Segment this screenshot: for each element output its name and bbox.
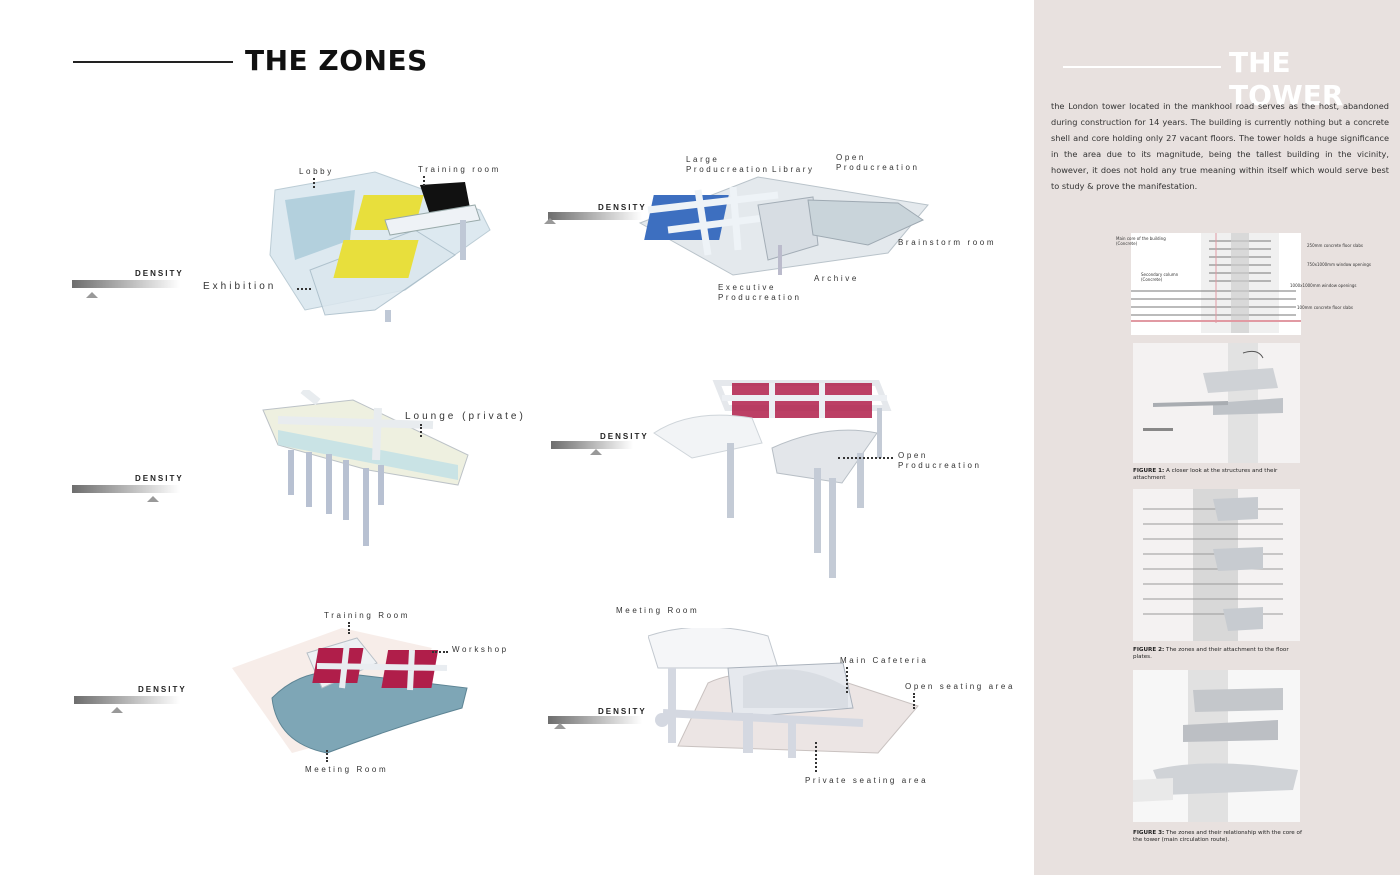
figure-2-text: The zones and their attachment to the fl… (1133, 647, 1289, 660)
zone1-model (269, 171, 491, 322)
figure-3-tag: FIGURE 3: (1133, 830, 1165, 836)
label-meeting-room-5: Meeting Room (305, 765, 389, 774)
leader-training-room (423, 176, 425, 186)
leader-exhibition (297, 288, 311, 290)
density-label-5: DENSITY (138, 685, 187, 694)
label-exhibition: Exhibition (203, 281, 277, 292)
density-marker-5 (111, 707, 123, 713)
label-training-room-5: Training Room (324, 611, 410, 620)
tower-title: THE TOWER (1229, 46, 1344, 112)
label-slab-250: 250mm concrete floor slabs (1307, 243, 1363, 248)
density-bar-2 (548, 212, 642, 220)
figure-1-image (1133, 343, 1300, 463)
zones-title: THE ZONES (245, 44, 428, 77)
figure-2-caption: FIGURE 2: The zones and their attachment… (1133, 647, 1305, 661)
figure-1-caption: FIGURE 1: A closer look at the structure… (1133, 468, 1305, 482)
label-private-seating-area: Private seating area (805, 776, 929, 785)
tower-title-rule (1063, 66, 1221, 68)
label-workshop: Workshop (452, 645, 509, 654)
density-bar-4 (551, 441, 633, 449)
density-label-2: DENSITY (598, 203, 647, 212)
leader-lounge (420, 424, 422, 437)
label-lounge-private: Lounge (private) (405, 411, 526, 422)
label-executive-producreation: Executive Producreation (718, 283, 802, 302)
label-main-core: Main core of the building (Concrete) (1116, 236, 1166, 246)
figure-3-caption: FIGURE 3: The zones and their relationsh… (1133, 830, 1305, 844)
density-marker-6 (554, 723, 566, 729)
label-window-1000: 1000x1000mm window openings (1290, 283, 1357, 288)
leader-private-seating (815, 742, 817, 772)
leader-open-seating (913, 693, 915, 709)
label-window-750: 750x1000mm window openings (1307, 262, 1371, 267)
figure-2-tag: FIGURE 2: (1133, 647, 1165, 653)
label-main-cafeteria: Main Cafeteria (840, 656, 929, 665)
label-library: Library (772, 165, 815, 174)
leader-main-cafeteria (846, 667, 848, 693)
density-marker-2 (544, 218, 556, 224)
leader-meeting-room-5 (326, 750, 328, 762)
figure-1-tag: FIGURE 1: (1133, 468, 1165, 474)
zone2-model (638, 176, 929, 276)
label-secondary-column: Secondary column (Concrete) (1141, 272, 1179, 282)
label-training-room: Training room (418, 165, 501, 174)
label-large-producreation: Large Producreation (686, 155, 770, 174)
density-marker-3 (147, 496, 159, 502)
zones-title-rule (73, 61, 233, 63)
zone4-model (653, 380, 892, 578)
label-slab-100: 100mm concrete floor slabs (1297, 305, 1353, 310)
density-bar-5 (74, 696, 180, 704)
density-label-1: DENSITY (135, 269, 184, 278)
density-marker-4 (590, 449, 602, 455)
figure-2-image (1133, 489, 1300, 641)
tower-description: the London tower located in the mankhool… (1051, 101, 1389, 191)
zone5-model (232, 628, 468, 754)
label-meeting-room-6: Meeting Room (616, 606, 700, 615)
leader-training-room-5 (348, 622, 350, 634)
leader-workshop (432, 651, 448, 653)
figure-3-text: The zones and their relationship with th… (1133, 830, 1302, 843)
density-label-4: DENSITY (600, 432, 649, 441)
density-marker-1 (86, 292, 98, 298)
tower-section-diagram (1131, 233, 1301, 335)
label-brainstorm-room: Brainstorm room (898, 238, 997, 247)
density-label-3: DENSITY (135, 474, 184, 483)
zone3-model (262, 390, 469, 546)
leader-open-producreation-4 (838, 457, 893, 459)
density-label-6: DENSITY (598, 707, 647, 716)
label-lobby: Lobby (299, 167, 334, 176)
label-archive: Archive (814, 274, 859, 283)
label-open-producreation-4: Open Producreation (898, 451, 982, 470)
leader-lobby (313, 178, 315, 188)
zone6-model (648, 628, 919, 758)
density-bar-1 (72, 280, 180, 288)
label-open-producreation-2: Open Producreation (836, 153, 920, 172)
density-bar-6 (548, 716, 642, 724)
density-bar-3 (72, 485, 180, 493)
label-open-seating-area: Open seating area (905, 682, 1016, 691)
figure-1-text: A closer look at the structures and thei… (1133, 468, 1278, 481)
figure-3-image (1133, 670, 1300, 822)
